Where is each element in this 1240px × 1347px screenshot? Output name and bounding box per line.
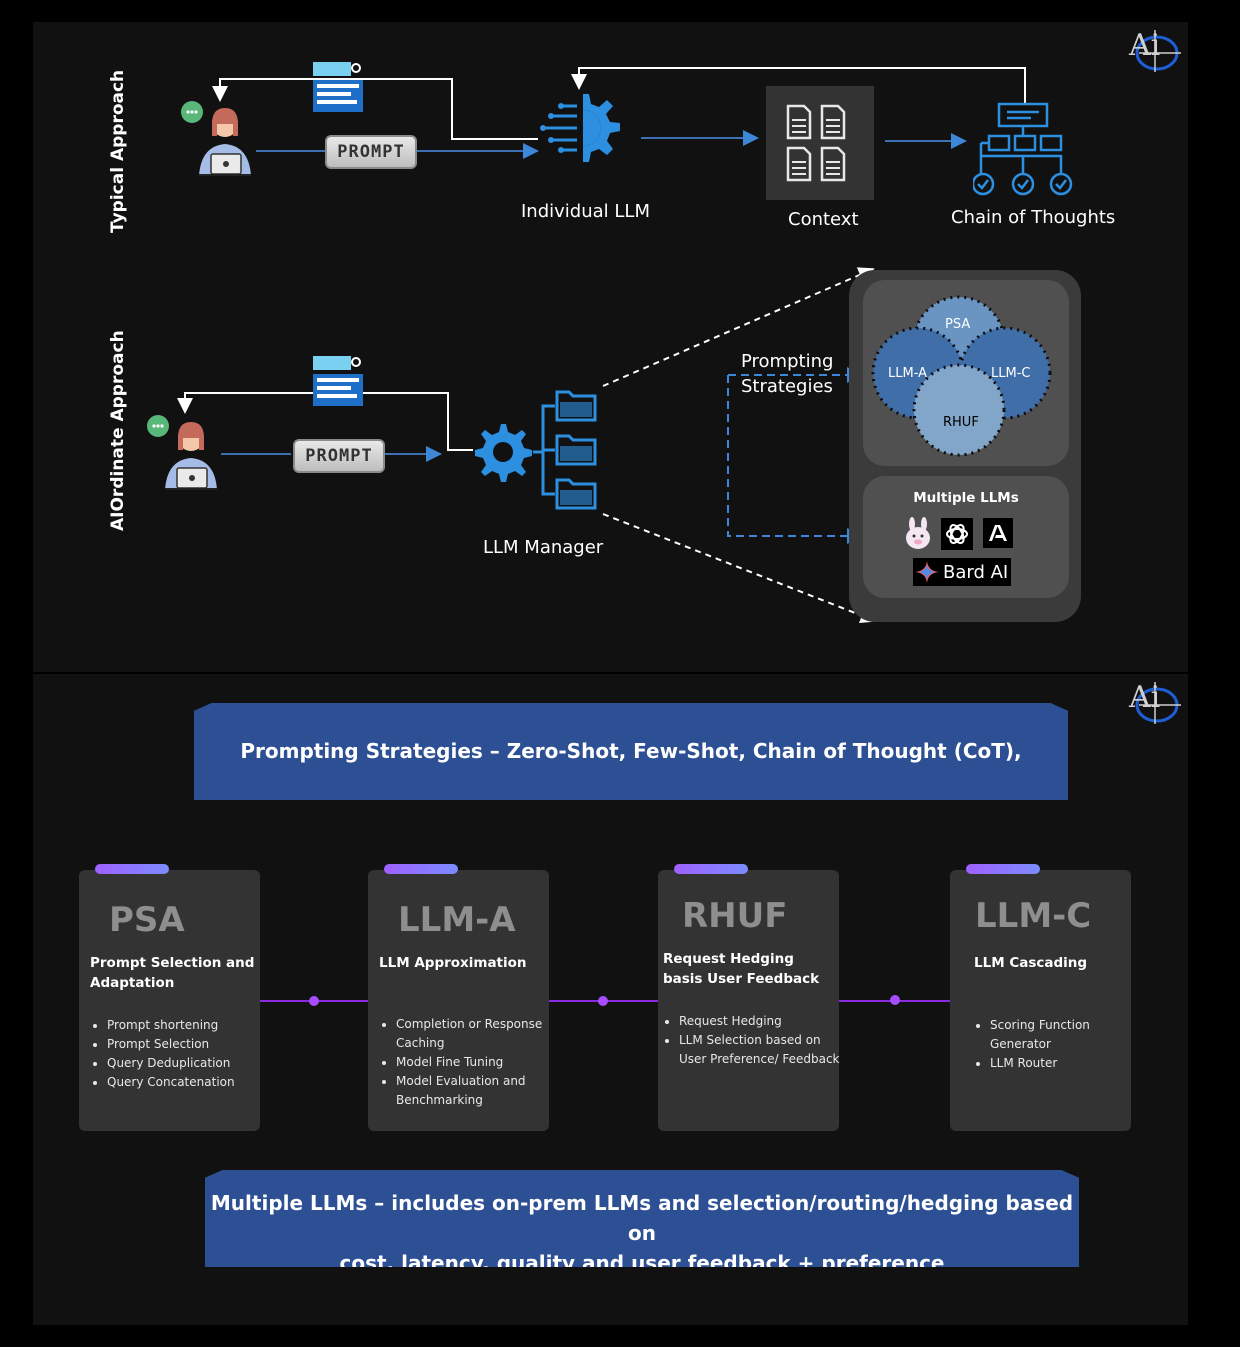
list-item: Completion or Response Caching xyxy=(396,1015,561,1053)
approach-diagram-panel: Ai Typical Approach AIOrdinate Approach xyxy=(33,22,1188,672)
multiple-llms-banner-line-1: Multiple LLMs – includes on-prem LLMs an… xyxy=(210,1191,1074,1245)
list-item: Query Concatenation xyxy=(107,1073,272,1092)
llm-manager-label: LLM Manager xyxy=(483,537,604,558)
card-subtitle: LLM Cascading xyxy=(974,955,1088,971)
bard-sparkle-icon xyxy=(915,561,939,583)
llm-manager-icon xyxy=(471,386,603,520)
card-list: Scoring Function Generator LLM Router xyxy=(974,1016,1130,1073)
context-label: Context xyxy=(788,209,859,230)
card-title: PSA xyxy=(109,900,185,940)
connector-dot-1 xyxy=(309,996,319,1006)
card-subtitle: LLM Approximation xyxy=(379,955,527,971)
list-item: Model Fine Tuning xyxy=(396,1053,561,1072)
openai-logo-icon xyxy=(941,518,973,550)
connector-dot-3 xyxy=(890,995,900,1005)
chain-of-thoughts-label: Chain of Thoughts xyxy=(951,207,1116,228)
document-stack-icon xyxy=(786,104,846,182)
list-item: Prompt Selection xyxy=(107,1035,272,1054)
card-tab xyxy=(674,864,748,874)
prompting-strategies-banner: Prompting Strategies – Zero-Shot, Few-Sh… xyxy=(194,703,1068,800)
strategy-card-llm-a: LLM-A LLM Approximation Completion or Re… xyxy=(368,864,549,1131)
list-item: LLM Selection based on User Preference/ … xyxy=(679,1031,844,1069)
card-subtitle: Prompt Selection and Adaptation xyxy=(90,955,255,991)
list-item: Scoring Function Generator xyxy=(990,1016,1130,1054)
multiple-llms-box: Multiple LLMs xyxy=(863,476,1069,598)
card-list: Request Hedging LLM Selection based on U… xyxy=(663,1012,844,1069)
strategy-card-rhuf: RHUF Request Hedging basis User Feedback… xyxy=(658,864,840,1131)
venn-llm-c-label: LLM-C xyxy=(991,366,1031,381)
venn-psa-label: PSA xyxy=(945,317,971,332)
logo-text-2: Ai xyxy=(1129,680,1161,715)
card-title: LLM-A xyxy=(398,900,516,940)
venn-container: PSA LLM-A LLM-C RHUF xyxy=(863,280,1069,466)
search-document-icon-2 xyxy=(313,356,365,416)
list-item: LLM Router xyxy=(990,1054,1130,1073)
card-subtitle: Request Hedging basis User Feedback xyxy=(663,951,820,987)
prompting-strategies-label: Prompting Strategies xyxy=(741,349,833,399)
venn-llm-a-label: LLM-A xyxy=(888,366,927,381)
search-document-icon xyxy=(313,62,365,122)
prompt-box-2: PROMPT xyxy=(293,439,385,473)
llama-logo-icon xyxy=(903,516,933,550)
aiordinate-logo: Ai xyxy=(1125,28,1181,74)
flowchart-icon xyxy=(971,102,1073,200)
llm-manager-detail-box: PSA LLM-A LLM-C RHUF Multiple LLMs xyxy=(849,270,1081,622)
card-title: RHUF xyxy=(682,896,788,936)
strategies-panel: Ai Prompting Strategies – Zero-Shot, Few… xyxy=(33,674,1188,1325)
strategy-venn-diagram xyxy=(871,295,1052,457)
card-title: LLM-C xyxy=(975,896,1092,936)
list-item: Request Hedging xyxy=(679,1012,844,1031)
card-list: Completion or Response Caching Model Fin… xyxy=(380,1015,561,1110)
aiordinate-logo-2: Ai xyxy=(1125,680,1181,726)
connector-dot-2 xyxy=(598,996,608,1006)
multiple-llms-banner: Multiple LLMs – includes on-prem LLMs an… xyxy=(205,1170,1079,1267)
card-tab xyxy=(95,864,169,874)
prompting-strategies-line-1: Prompting xyxy=(741,351,834,372)
card-tab xyxy=(384,864,458,874)
user-agent-icon-2 xyxy=(145,412,225,496)
strategy-card-llm-c: LLM-C LLM Cascading Scoring Function Gen… xyxy=(950,864,1131,1131)
context-box xyxy=(766,86,874,200)
list-item: Model Evaluation and Benchmarking xyxy=(396,1072,561,1110)
list-item: Prompt shortening xyxy=(107,1016,272,1035)
logo-text: Ai xyxy=(1129,28,1161,63)
bard-ai-logo: Bard AI xyxy=(913,558,1011,586)
prompt-box: PROMPT xyxy=(325,135,417,169)
card-tab xyxy=(966,864,1040,874)
prompting-strategies-line-2: Strategies xyxy=(741,376,833,397)
strategy-card-psa: PSA Prompt Selection and Adaptation Prom… xyxy=(79,864,260,1131)
ai-brain-gear-icon xyxy=(533,86,633,190)
individual-llm-label: Individual LLM xyxy=(521,201,650,222)
user-agent-icon xyxy=(179,98,259,182)
multiple-llms-label: Multiple LLMs xyxy=(913,490,1019,506)
list-item: Query Deduplication xyxy=(107,1054,272,1073)
card-list: Prompt shortening Prompt Selection Query… xyxy=(91,1016,272,1092)
flow-lines xyxy=(177,67,1026,624)
anthropic-logo-icon xyxy=(983,518,1013,548)
bard-ai-label: Bard AI xyxy=(943,561,1009,583)
venn-rhuf-label: RHUF xyxy=(943,415,979,430)
multiple-llms-banner-line-2: cost, latency, quality and user feedback… xyxy=(339,1251,945,1275)
